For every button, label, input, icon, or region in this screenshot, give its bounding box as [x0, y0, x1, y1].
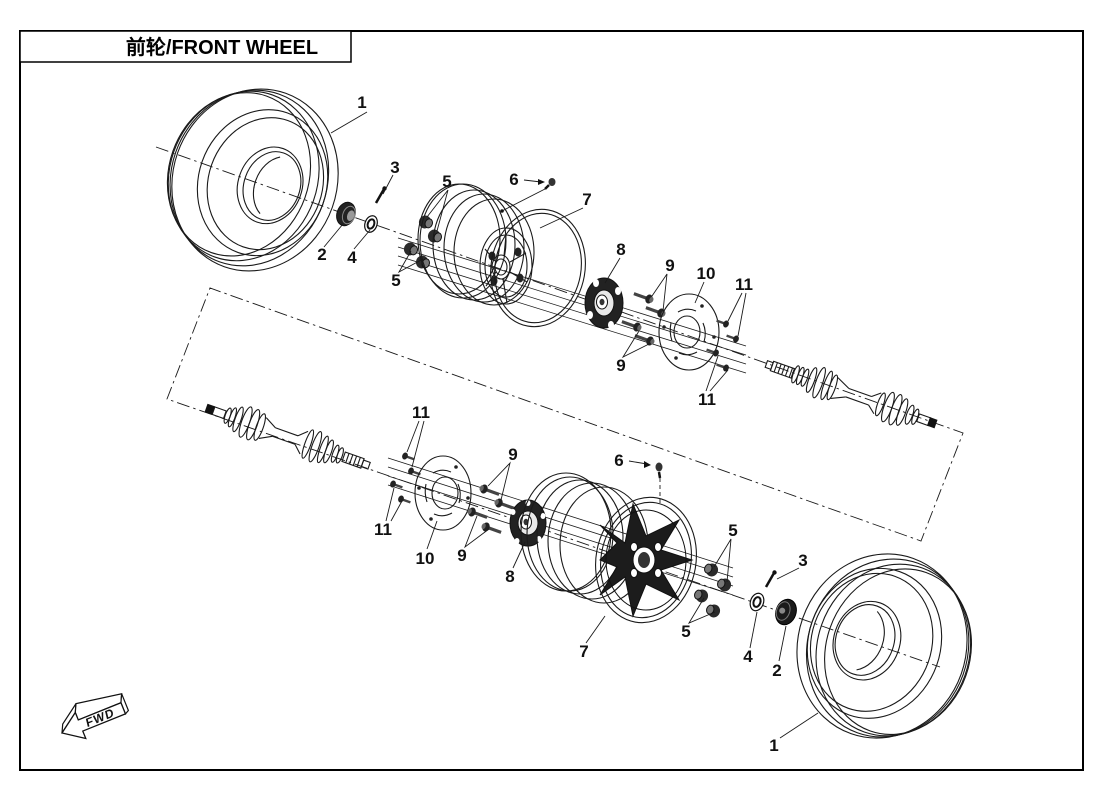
title-box — [19, 30, 352, 63]
callout-11a-bottom: 11 — [412, 403, 430, 422]
wheel-bolts-bottom — [467, 484, 515, 534]
callout-3-top: 3 — [390, 158, 399, 177]
callout-2-top: 2 — [317, 245, 326, 264]
callout-6-top: 6 — [509, 170, 518, 189]
callout-11a-top: 11 — [735, 275, 753, 294]
tire-bottom — [796, 553, 973, 739]
callout-1-bottom: 1 — [769, 736, 778, 755]
leader-lines-top — [323, 111, 747, 392]
callout-10-bottom: 10 — [416, 549, 435, 568]
drive-axle-bottom — [204, 403, 371, 470]
wheel-rim-bottom — [520, 472, 697, 624]
axle-cap-nut-top — [336, 201, 356, 227]
callout-9a-top: 9 — [665, 256, 674, 275]
leader-lines-bottom — [385, 420, 819, 739]
callout-8-bottom: 8 — [505, 567, 514, 586]
fwd-arrow: FWD — [60, 693, 130, 740]
callout-2-bottom: 2 — [772, 661, 781, 680]
disc-screws-top — [706, 319, 739, 372]
washer-top — [364, 215, 378, 233]
callout-6-bottom: 6 — [614, 451, 623, 470]
callout-3-bottom: 3 — [798, 551, 807, 570]
wheel-rim-top — [417, 183, 586, 328]
centerline — [155, 146, 964, 668]
tire-top — [166, 88, 339, 272]
wheel-bolts-top — [621, 292, 666, 346]
brake-disc-bottom — [414, 455, 472, 531]
callout-4-top: 4 — [347, 248, 357, 267]
cotter-pin-bottom — [764, 570, 777, 588]
callout-11b-top: 11 — [698, 390, 716, 409]
callout-1-top: 1 — [357, 93, 366, 112]
wheel-hub-top — [584, 277, 624, 329]
lug-nuts-bottom — [694, 563, 732, 618]
tire-valve-bottom — [655, 462, 663, 505]
page-border — [19, 30, 1084, 771]
page-title: 前轮/FRONT WHEEL — [126, 35, 318, 59]
washer-bottom — [749, 592, 765, 612]
callout-7-top: 7 — [582, 190, 591, 209]
callout-5a-top: 5 — [442, 172, 451, 191]
callout-10-top: 10 — [697, 264, 716, 283]
cotter-pin-top — [374, 186, 387, 204]
tire-valve-top — [500, 178, 556, 213]
callout-11b-bottom: 11 — [374, 520, 392, 539]
brake-disc-top — [658, 293, 720, 371]
callout-9a-bottom: 9 — [508, 445, 517, 464]
callout-5b-bottom: 5 — [681, 622, 690, 641]
callout-9b-bottom: 9 — [457, 546, 466, 565]
callout-8-top: 8 — [616, 240, 625, 259]
callout-7-bottom: 7 — [579, 642, 588, 661]
callout-9b-top: 9 — [616, 356, 625, 375]
drive-axle-top — [764, 359, 938, 429]
callouts-top: 1 2 3 4 5 5 6 7 8 9 9 10 11 11 — [317, 93, 753, 409]
callout-5a-bottom: 5 — [728, 521, 737, 540]
callout-5b-top: 5 — [391, 271, 400, 290]
callout-4-bottom: 4 — [743, 647, 753, 666]
callouts-bottom: 11 11 10 9 9 8 6 5 5 7 3 4 2 1 — [374, 403, 808, 755]
axle-cap-nut-bottom — [775, 598, 797, 626]
